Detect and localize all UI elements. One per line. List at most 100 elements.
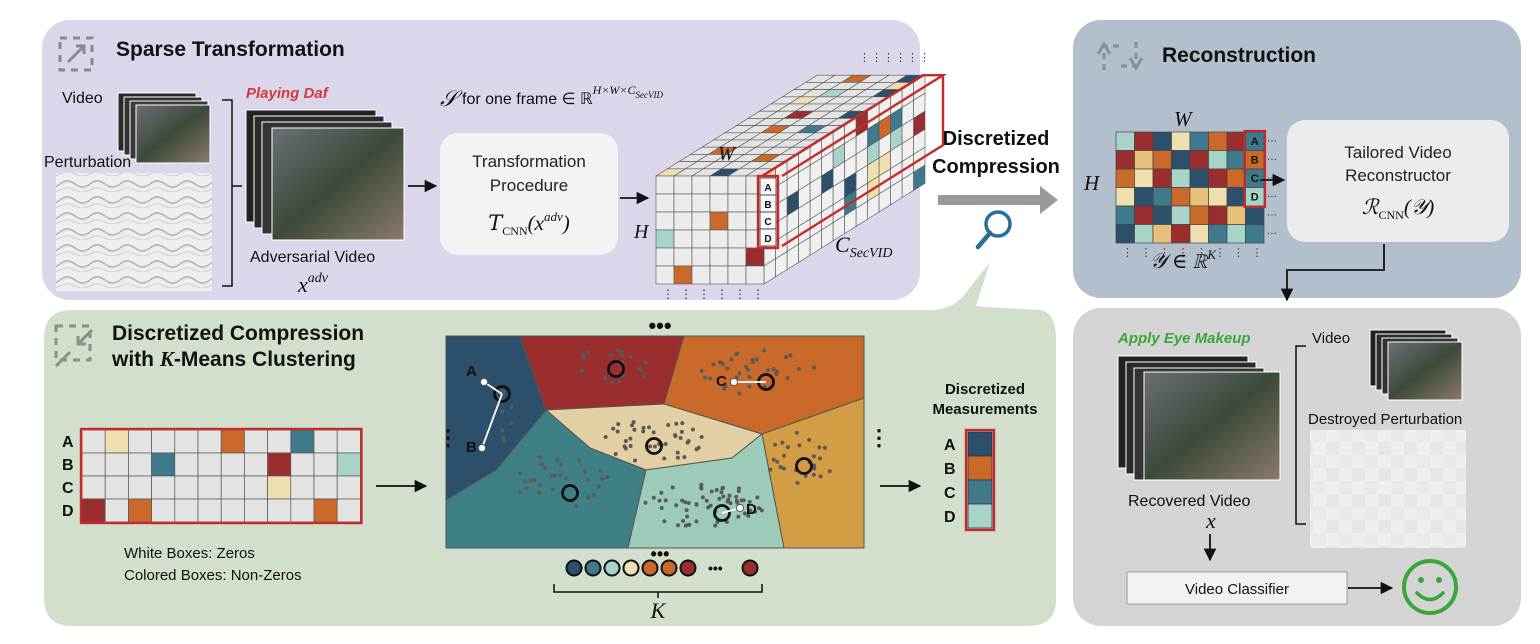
sparse-row-cell	[244, 498, 268, 523]
tensor-front-cell	[727, 247, 747, 267]
data-point	[602, 375, 607, 380]
tensor-h-label: H	[633, 221, 650, 243]
data-point	[509, 405, 514, 410]
data-point	[577, 458, 582, 463]
tensor-front-cell	[673, 211, 693, 231]
data-point	[617, 379, 622, 384]
recon-cell	[1226, 187, 1246, 207]
y-label: 𝒴 ∈ ℝK	[1150, 247, 1217, 273]
recon-cell	[1226, 205, 1246, 225]
measurements-line1: Discretized	[945, 381, 1025, 398]
centroid-swatch	[679, 559, 697, 577]
data-point	[755, 495, 760, 500]
sparse-row-cell	[267, 498, 292, 523]
sparse-row-cell	[104, 452, 129, 477]
tensor-front-cell	[673, 175, 693, 195]
query-point	[477, 443, 487, 453]
procedure-line1: Transformation	[472, 152, 586, 171]
centroid	[795, 457, 813, 475]
smiley-icon	[1402, 559, 1458, 615]
data-point	[778, 465, 783, 470]
reconstructor-box: Tailored Video Reconstructor ℛCNN(𝒴)	[1287, 120, 1509, 242]
tensor-dots: ⋮	[883, 51, 894, 64]
sparse-row-cell	[290, 498, 315, 523]
dots-left: ⋮	[437, 425, 459, 450]
recon-cell	[1189, 187, 1209, 207]
measure-row-label: B	[944, 461, 956, 478]
data-point	[711, 362, 716, 367]
data-point	[558, 462, 563, 467]
data-point	[631, 420, 636, 425]
tensor-dots: ⋮	[734, 287, 746, 301]
data-point	[736, 486, 741, 491]
k-label: K	[650, 598, 667, 623]
measure-cell	[967, 455, 993, 481]
recon-cell	[1189, 205, 1209, 225]
sparse-row-cell	[220, 429, 245, 454]
sparse-row-cell	[174, 452, 199, 477]
sparse-row-cell	[313, 429, 338, 454]
data-point	[774, 372, 779, 377]
data-point	[585, 478, 590, 483]
recon-cell	[1171, 224, 1191, 244]
data-point	[501, 435, 506, 440]
recon-cell	[1208, 205, 1228, 225]
data-point	[811, 472, 816, 477]
data-point	[757, 506, 762, 511]
voronoi-region	[519, 335, 685, 411]
data-point	[615, 429, 620, 434]
recon-dots: ⋮	[1215, 246, 1226, 259]
data-point	[623, 438, 628, 443]
data-point	[747, 375, 752, 380]
data-point	[663, 498, 668, 503]
recon-cell	[1152, 150, 1172, 170]
data-point	[564, 476, 569, 481]
tensor-highlight-column	[756, 174, 780, 250]
output-bracket	[1295, 345, 1306, 525]
tensor-front-cell	[727, 265, 747, 285]
data-point	[717, 496, 722, 501]
data-point	[629, 355, 634, 360]
data-point	[682, 455, 687, 460]
data-point	[729, 357, 734, 362]
tensor-letter: C	[764, 217, 771, 228]
recon-dots: ⋮	[1141, 246, 1152, 259]
data-point	[675, 455, 680, 460]
data-point	[812, 466, 817, 471]
tensor-dots: ⋮	[859, 51, 870, 64]
query-point	[729, 377, 739, 387]
measure-row-label: C	[944, 485, 956, 502]
tensor-front-cell	[691, 229, 711, 249]
tensor-front-cell	[709, 265, 729, 285]
data-point	[537, 455, 542, 460]
point-label: C	[716, 373, 727, 390]
data-point	[630, 423, 635, 428]
destroyed-perturbation-image	[1310, 430, 1466, 548]
tensor-c-label: CSecVID	[835, 232, 892, 261]
data-point	[550, 487, 555, 492]
tensor-front-cell	[655, 247, 675, 267]
data-point	[598, 468, 603, 473]
data-point	[723, 384, 728, 389]
recon-dots: ⋮	[1196, 246, 1207, 259]
data-point	[735, 500, 740, 505]
sparse-row-cell	[151, 452, 176, 477]
dots-bottom: •••	[651, 544, 670, 564]
recon-dots: ⋯	[1267, 173, 1277, 184]
kmeans-title-line1: Discretized Compression	[112, 322, 364, 345]
tensor-front-cell	[709, 247, 729, 267]
data-point	[542, 465, 547, 470]
tensor-front-cell	[691, 247, 711, 267]
tensor-w-label: W	[718, 143, 737, 165]
sparse-row-cell	[174, 498, 199, 523]
data-point	[582, 469, 587, 474]
data-point	[700, 495, 705, 500]
recon-cell	[1189, 224, 1209, 244]
center-arrow	[938, 186, 1058, 214]
data-point	[725, 499, 730, 504]
data-point	[643, 360, 648, 365]
data-point	[686, 500, 691, 505]
data-point	[586, 494, 591, 499]
data-point	[713, 523, 718, 528]
